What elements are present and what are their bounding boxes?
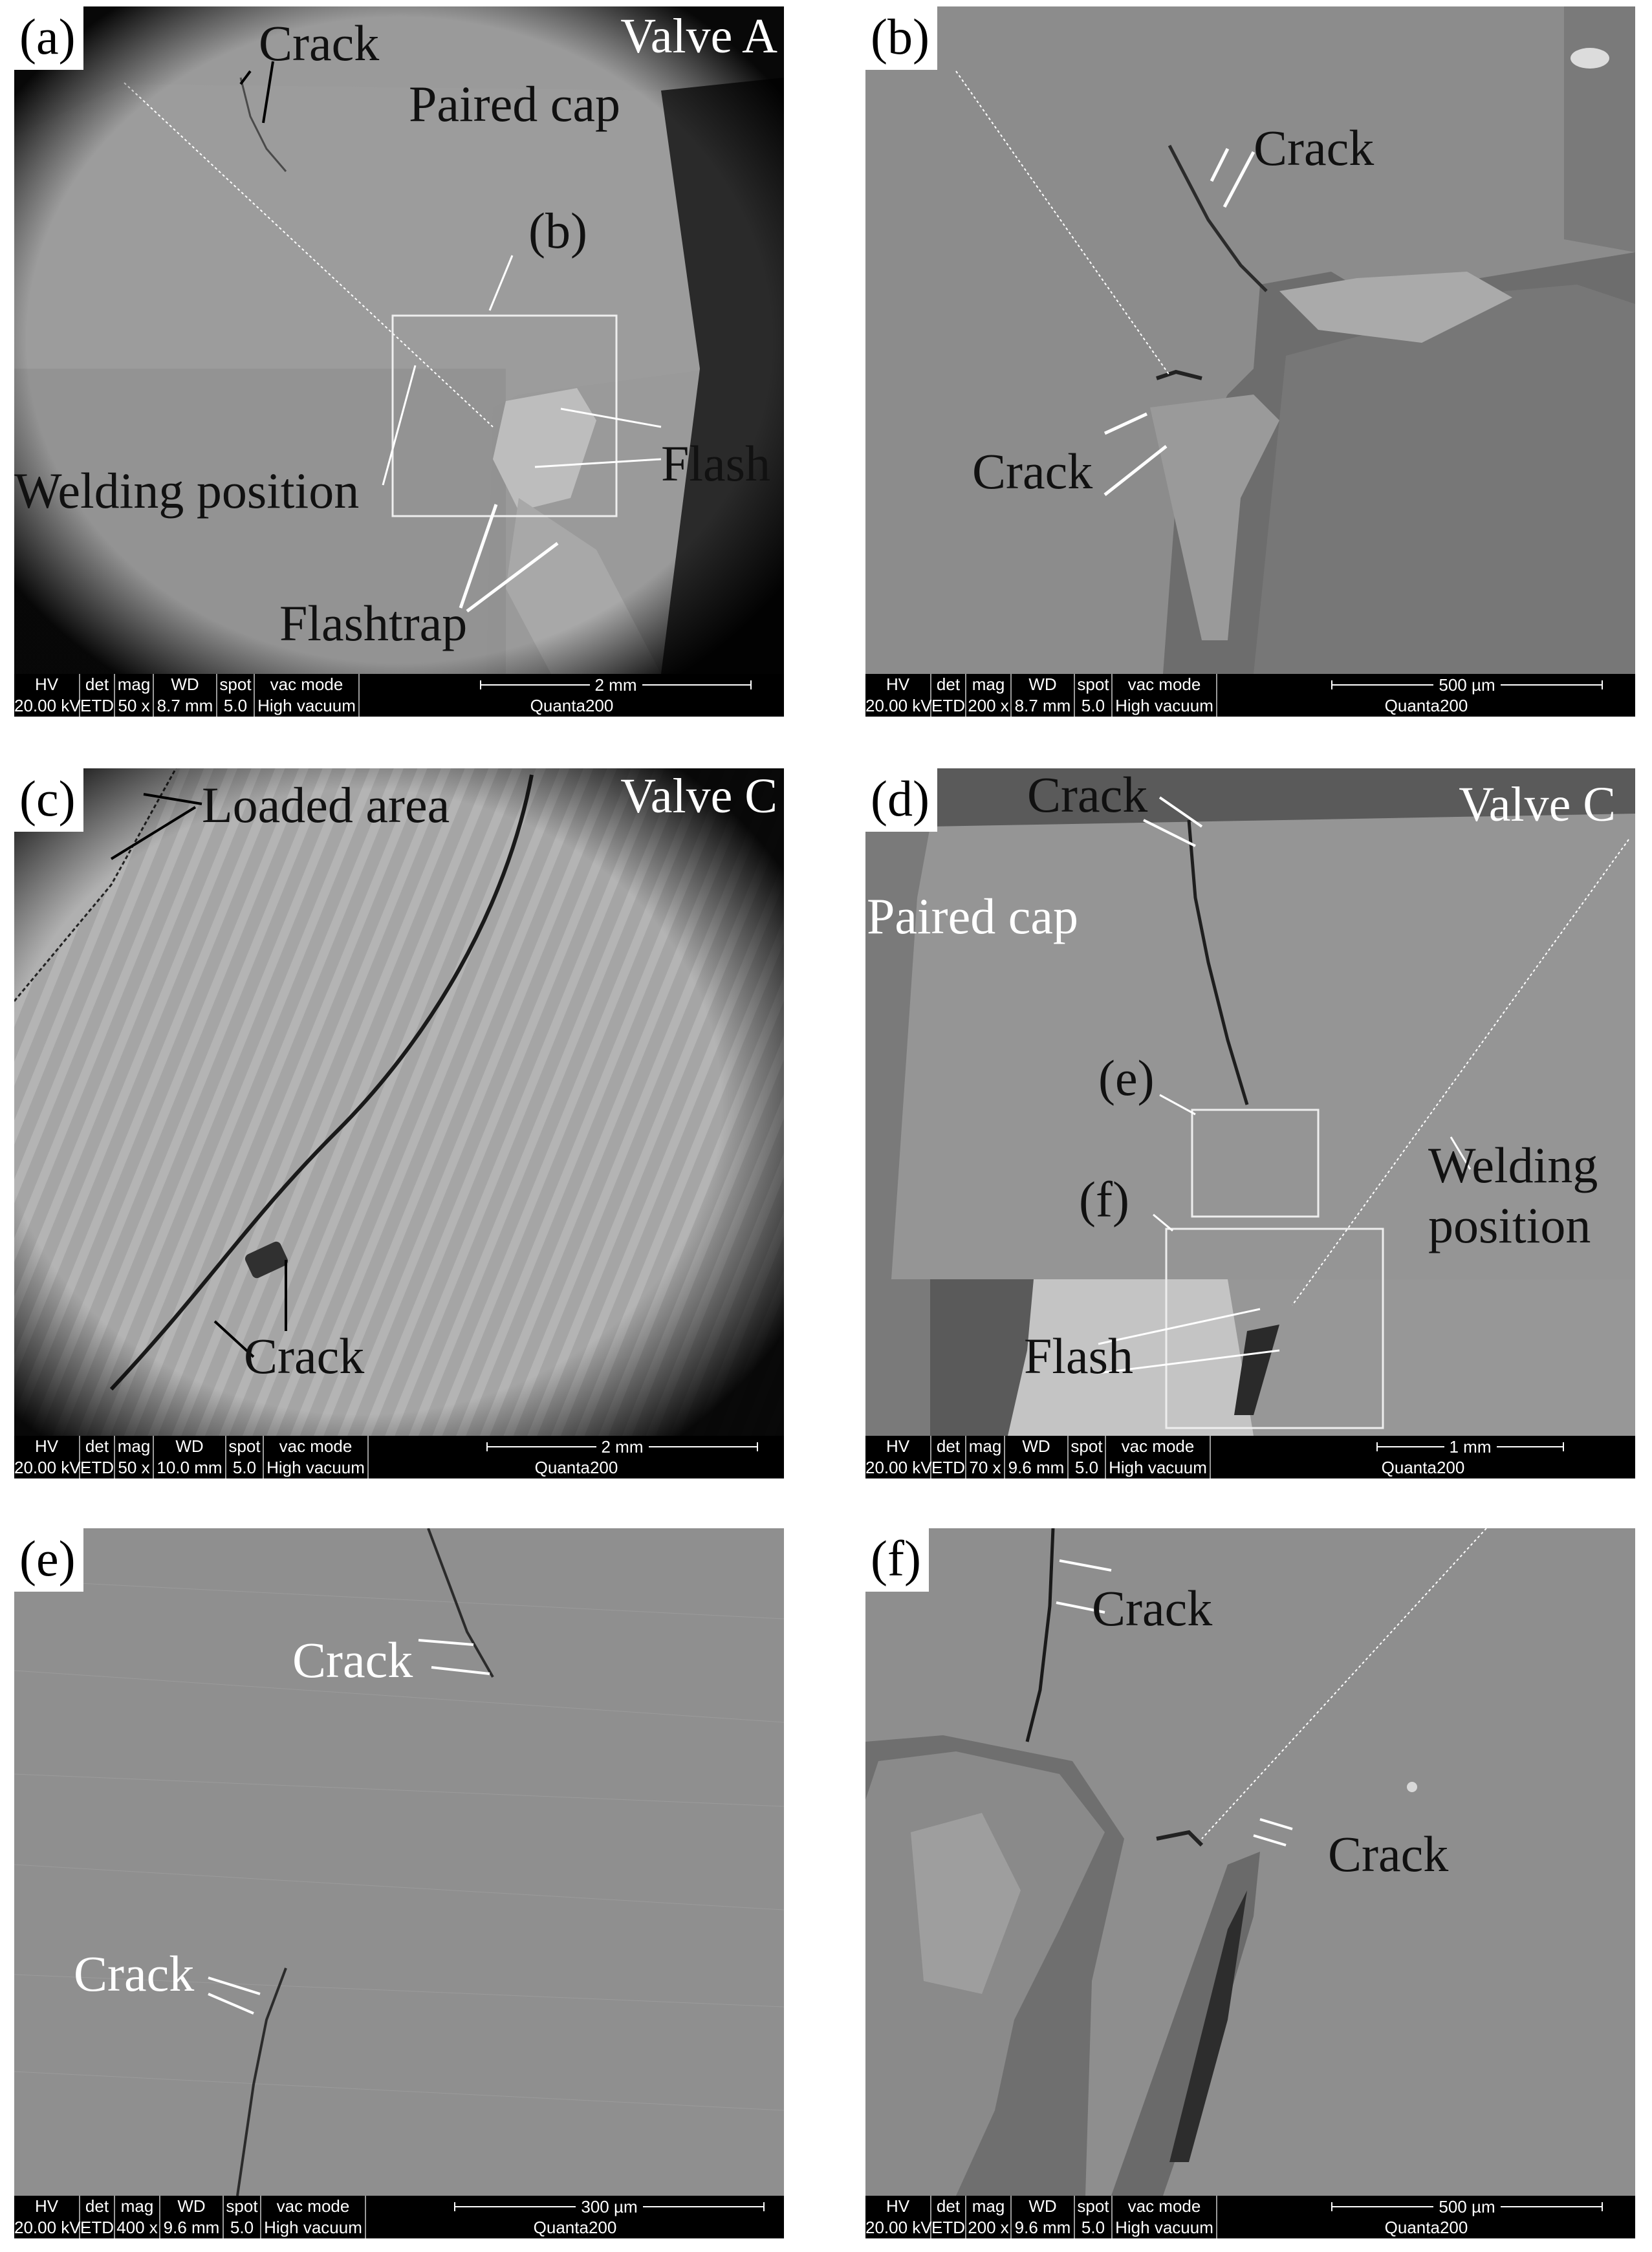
sem-image-f xyxy=(865,1528,1635,2196)
crack-label-right: Crack xyxy=(1328,1826,1449,1882)
panel-letter: (d) xyxy=(865,768,937,832)
crack-label-top: Crack xyxy=(1092,1580,1213,1636)
inset-f-label: (f) xyxy=(1079,1171,1129,1228)
scale-bar: 500 µm xyxy=(1331,2197,1603,2216)
valve-label: Valve C xyxy=(620,769,777,823)
sem-image-a xyxy=(14,6,784,674)
crack-label-bottom: Crack xyxy=(972,443,1093,499)
paired-cap-label: Paired cap xyxy=(867,888,1079,944)
flash-label: Flash xyxy=(661,435,771,492)
panel-letter: (a) xyxy=(14,6,83,70)
panel-d: (d) Valve C Crack Paired cap (e) (f) Wel… xyxy=(865,768,1635,1478)
loaded-area-label: Loaded area xyxy=(202,777,450,833)
sem-image-e xyxy=(14,1528,784,2196)
panel-letter: (f) xyxy=(865,1528,929,1592)
scale-bar: 2 mm xyxy=(486,1437,758,1456)
crack-label-top: Crack xyxy=(292,1632,413,1688)
crack-label: Crack xyxy=(244,1328,365,1384)
position-label: position xyxy=(1428,1197,1591,1253)
panel-letter: (c) xyxy=(14,768,83,832)
scale-bar: 500 µm xyxy=(1331,675,1603,695)
inset-b-label: (b) xyxy=(528,202,587,259)
flashtrap-label: Flashtrap xyxy=(279,595,468,651)
panel-letter: (e) xyxy=(14,1528,83,1592)
crack-label: Crack xyxy=(1027,768,1148,823)
welding-label: Welding xyxy=(1428,1137,1598,1193)
inset-e-label: (e) xyxy=(1098,1050,1155,1106)
panel-a: (a) Valve A Crack Paired cap (b) Welding… xyxy=(14,6,784,717)
scale-bar: 1 mm xyxy=(1376,1437,1564,1456)
crack-label: Crack xyxy=(259,15,380,71)
crack-label-top: Crack xyxy=(1254,120,1375,176)
sem-image-c xyxy=(14,768,784,1436)
valve-label: Valve A xyxy=(620,9,777,63)
valve-label: Valve C xyxy=(1459,777,1616,832)
scale-bar: 300 µm xyxy=(454,2197,765,2216)
sem-image-b xyxy=(865,6,1635,674)
crack-label-bottom: Crack xyxy=(74,1945,195,2002)
panel-letter: (b) xyxy=(865,6,937,70)
scale-bar: 2 mm xyxy=(480,675,752,695)
sem-image-d xyxy=(865,768,1635,1436)
welding-position-label: Welding position xyxy=(14,462,360,519)
flash-label: Flash xyxy=(1024,1328,1134,1384)
paired-cap-label: Paired cap xyxy=(409,76,621,132)
